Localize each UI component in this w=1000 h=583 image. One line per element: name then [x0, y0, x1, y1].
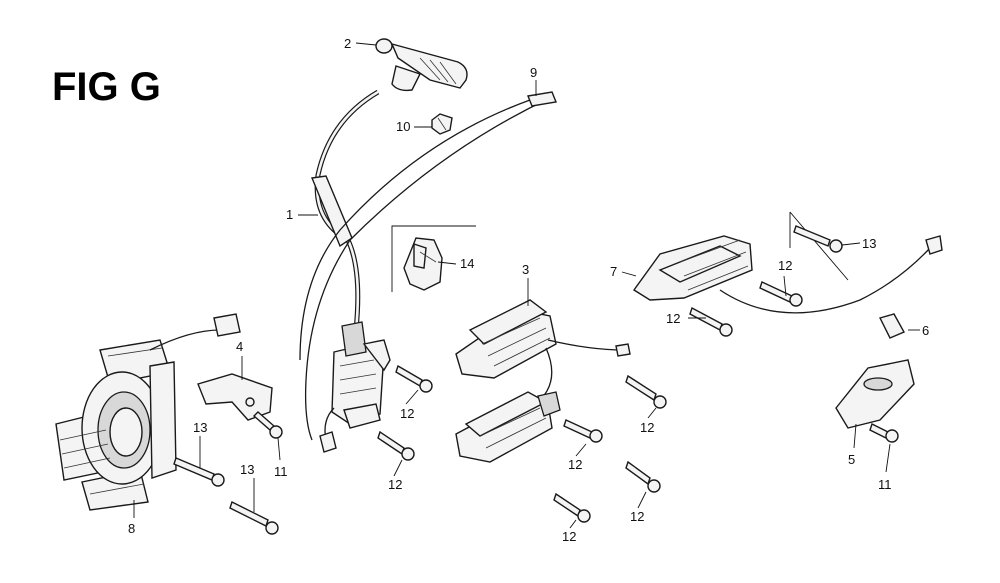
- figure-title: FIG G: [52, 65, 161, 109]
- callout-12-pulser-lower: 12: [562, 529, 576, 544]
- callout-3: 3: [522, 262, 529, 277]
- callout-14: 14: [460, 256, 474, 271]
- spark-plug-cap: [375, 38, 468, 92]
- mounting-bracket-left: [197, 373, 273, 421]
- leader-lines: [133, 42, 920, 529]
- callout-13-left-lower: 13: [240, 462, 254, 477]
- callout-6: 6: [922, 323, 929, 338]
- stator-assembly: [55, 313, 241, 511]
- callout-2: 2: [344, 36, 351, 51]
- cable-clip: [431, 113, 453, 135]
- charging-coil: [455, 299, 631, 401]
- callout-13-left-upper: 13: [193, 420, 207, 435]
- bolt-inset: [789, 211, 849, 281]
- callout-12-coil-upper: 12: [400, 406, 414, 421]
- exciter-coil: [632, 235, 943, 314]
- bolts: [173, 281, 899, 535]
- callout-1: 1: [286, 207, 293, 222]
- ignition-coil-assembly: [311, 89, 391, 453]
- callout-10: 10: [396, 119, 410, 134]
- callout-12-charging-right: 12: [640, 420, 654, 435]
- callout-11-left: 11: [274, 464, 288, 479]
- callout-9: 9: [530, 65, 537, 80]
- callout-13-right: 13: [862, 236, 876, 251]
- callout-5: 5: [848, 452, 855, 467]
- callout-4: 4: [236, 339, 243, 354]
- long-lead-wire: [299, 91, 557, 441]
- callout-8: 8: [128, 521, 135, 536]
- callout-12-exciter-upper: 12: [778, 258, 792, 273]
- small-clip: [878, 313, 905, 339]
- bracket-inset: [391, 225, 476, 292]
- callout-labels: 2 1 9 10 3 4 14 7 8 13 13 11 12 12 12 12…: [128, 36, 929, 544]
- callout-7: 7: [610, 264, 617, 279]
- callout-12-coil-lower: 12: [388, 477, 402, 492]
- callout-12-exciter-lower: 12: [666, 311, 680, 326]
- callout-11-right: 11: [878, 477, 892, 492]
- pulser-coil: [455, 391, 561, 463]
- callout-12-pulser-right: 12: [630, 509, 644, 524]
- callout-12-charging-mid: 12: [568, 457, 582, 472]
- mounting-plate: [835, 359, 915, 429]
